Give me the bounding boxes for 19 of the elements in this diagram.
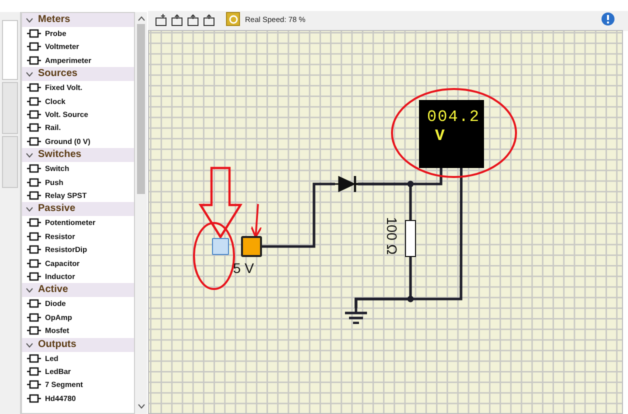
unit-label: V [435,128,445,145]
category-title: Switches [38,148,82,162]
value-label: 5 V [233,261,254,276]
category-title: Passive [38,202,76,216]
category-title: Outputs [38,338,76,352]
wire [262,182,335,248]
resistor-symbol [405,220,416,257]
wire [354,168,463,308]
wire [358,168,442,186]
voltage-reading: 004.2 [427,109,480,126]
voltmeter-display [419,100,484,168]
arrow [250,204,262,238]
category-title: Sources [38,67,78,82]
value-label: 100 Ω [384,217,399,255]
category-title: Meters [38,13,70,27]
block-arrow [198,166,242,240]
voltage-source-box [241,236,262,257]
switch-square [212,238,229,255]
category-title: Active [38,283,68,298]
